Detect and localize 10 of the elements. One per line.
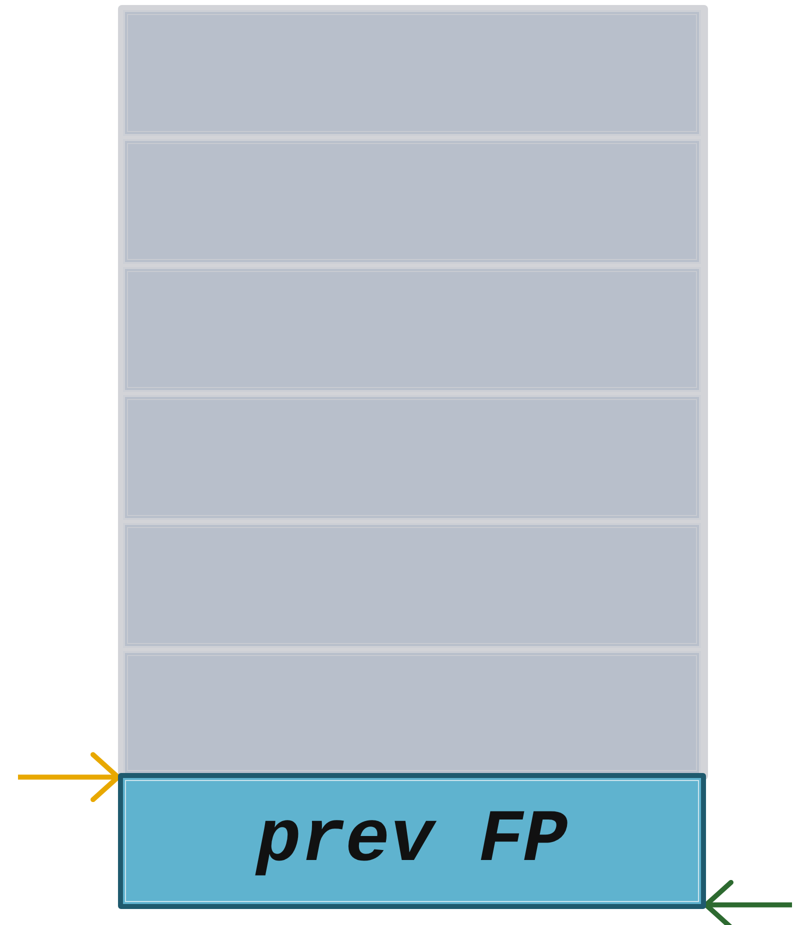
stack-slot: [123, 139, 701, 264]
stack-slot: [123, 395, 701, 520]
stack-slot: [118, 773, 706, 909]
slot-label: prev FP: [256, 799, 568, 883]
stack-slot: [123, 267, 701, 392]
stack-slot: [123, 523, 701, 648]
stack-slot: [123, 651, 701, 775]
pointer-arrow: [18, 752, 120, 802]
stack-slot: [123, 10, 701, 136]
pointer-arrow: [704, 880, 792, 925]
